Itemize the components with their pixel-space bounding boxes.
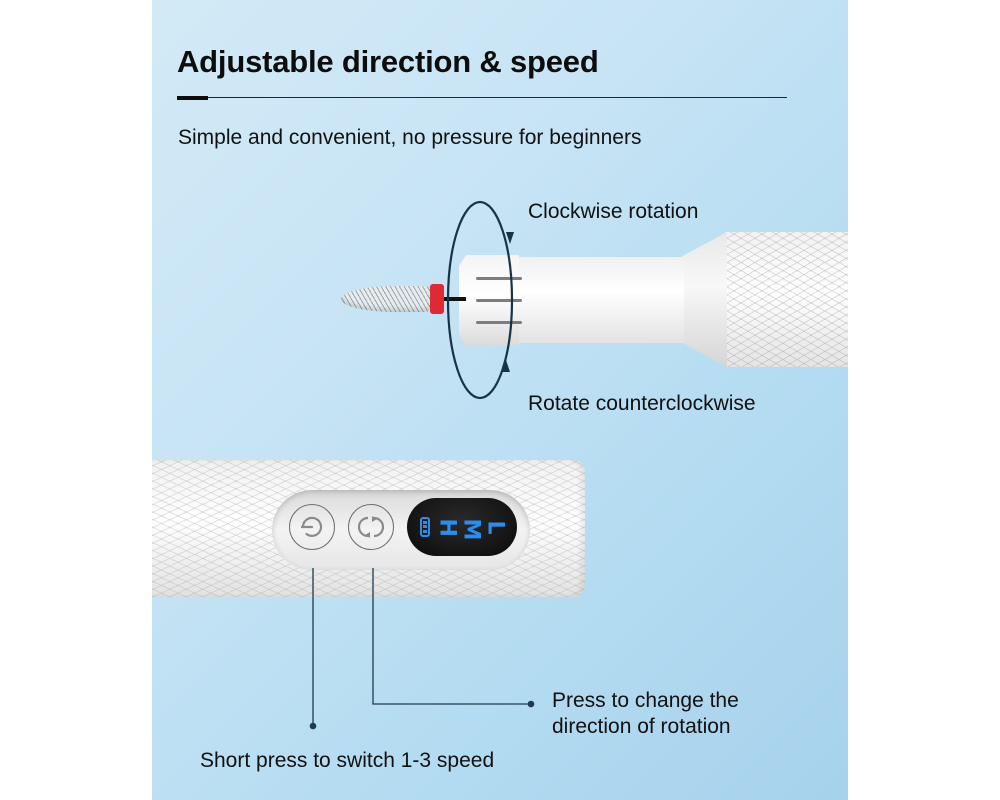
speed-display: H M L <box>407 498 517 556</box>
collet-groove <box>476 299 522 302</box>
speed-callout: Short press to switch 1-3 speed <box>200 749 495 772</box>
direction-callout-line1: Press to change the <box>552 689 739 712</box>
product-feature-panel: Adjustable direction & speed Simple and … <box>152 0 848 800</box>
bit-shank <box>436 297 466 301</box>
page-title: Adjustable direction & speed <box>177 44 599 79</box>
direction-callout-line2: direction of rotation <box>552 715 731 738</box>
page-subtitle: Simple and convenient, no pressure for b… <box>178 126 642 149</box>
title-divider-accent <box>177 96 208 100</box>
power-speed-button[interactable] <box>289 504 335 550</box>
speed-level-high: H <box>434 518 460 537</box>
collet-groove <box>476 277 522 280</box>
speed-level-low: L <box>482 519 508 535</box>
collet-groove <box>476 321 522 324</box>
title-divider <box>177 97 787 98</box>
carbide-bit <box>341 286 431 312</box>
pen-taper <box>682 232 727 367</box>
direction-button[interactable] <box>348 504 394 550</box>
rotation-arrows-icon <box>446 200 514 400</box>
battery-icon <box>420 517 430 537</box>
bit-collar <box>430 284 444 314</box>
counterclockwise-label: Rotate counterclockwise <box>528 392 756 415</box>
reverse-rotation-icon <box>358 516 384 538</box>
clockwise-label: Clockwise rotation <box>528 200 699 223</box>
pen-neck <box>519 257 684 343</box>
power-icon <box>300 516 323 537</box>
speed-level-medium: M <box>458 518 484 540</box>
pen-grip-knurled <box>725 232 848 367</box>
